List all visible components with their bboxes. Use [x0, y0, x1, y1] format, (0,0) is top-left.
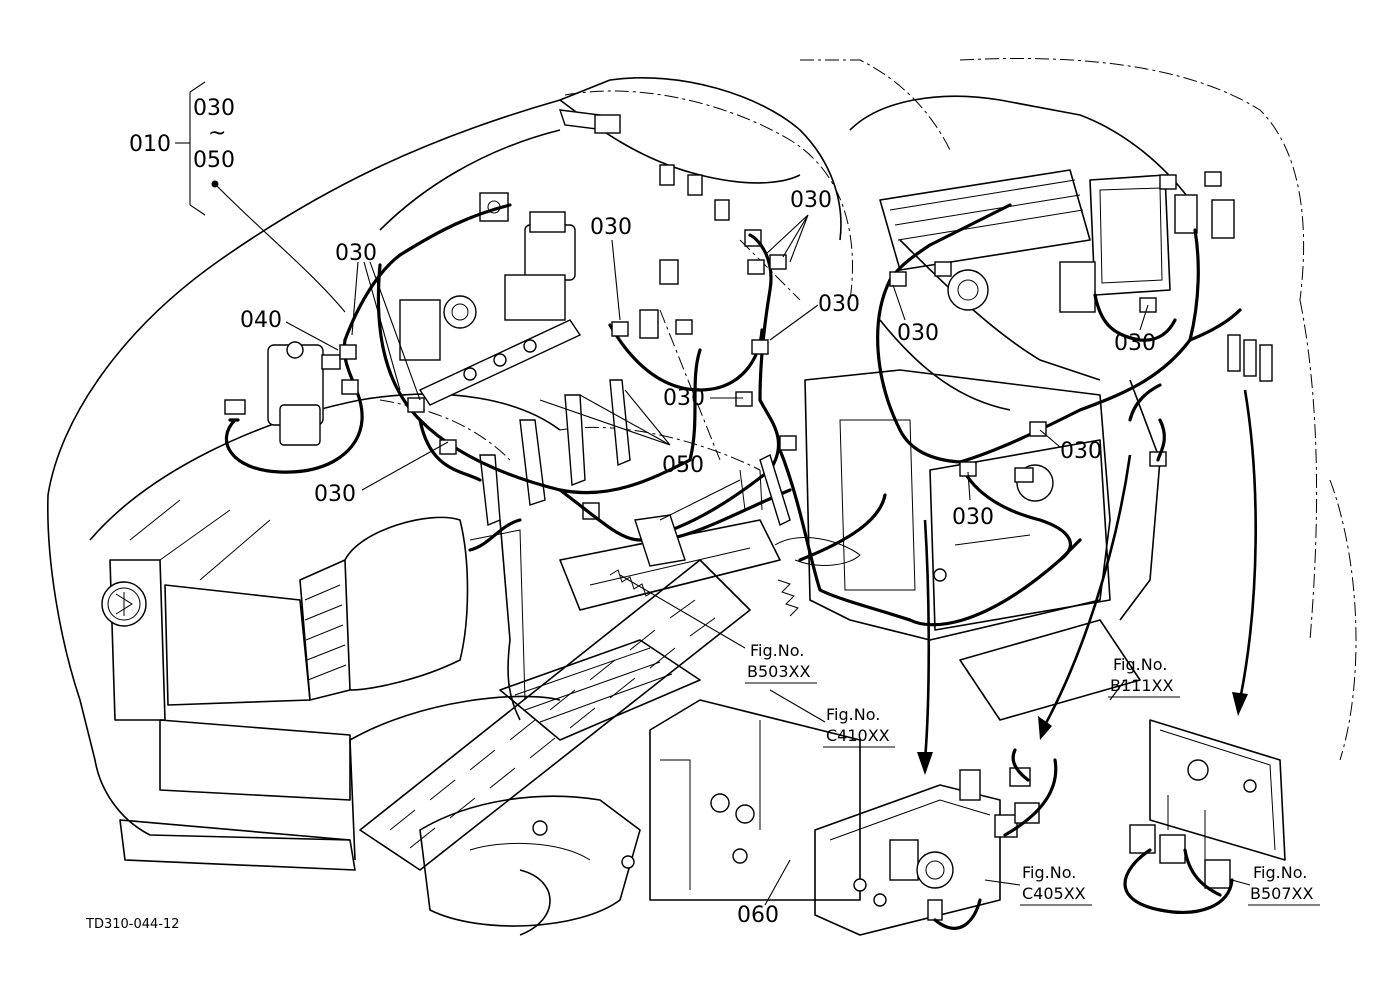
callout-050: 050: [662, 453, 704, 478]
figure-reference-c410: Fig.No. C410XX: [823, 705, 895, 748]
wire-harness: [224, 203, 1242, 930]
figure-reference-label: Fig.No.: [750, 641, 804, 660]
hood-outline: [47, 77, 842, 871]
callout-030: 030: [663, 386, 705, 411]
callout-range-start: 030: [193, 96, 235, 121]
figure-reference-code: B503XX: [747, 662, 810, 681]
figure-reference-label: Fig.No.: [1022, 863, 1076, 882]
callout-030: 030: [952, 505, 994, 530]
figure-reference-code: B111XX: [1110, 676, 1173, 695]
callout-range-end: 050: [193, 148, 235, 173]
callout-030: 030: [1114, 331, 1156, 356]
figure-reference-b503: Fig.No. B503XX: [745, 641, 817, 684]
figure-reference-c405: Fig.No. C405XX: [1020, 863, 1092, 906]
callout-030: 030: [1060, 439, 1102, 464]
drawing-id: TD310-044-12: [85, 917, 180, 932]
figure-reference-code: C405XX: [1022, 884, 1086, 903]
arrows: [917, 389, 1257, 775]
figure-reference-label: Fig.No.: [826, 705, 880, 724]
callout-060: 060: [737, 903, 779, 928]
callout-030: 030: [897, 321, 939, 346]
callout-010: 010: [129, 132, 171, 157]
callouts: 010 030 ~ 050 030 030 030 030 030 030 03…: [129, 96, 1156, 928]
leader-lines: [175, 81, 1251, 906]
callout-range-tilde: ~: [208, 121, 226, 146]
callout-030: 030: [314, 482, 356, 507]
figure-reference-code: C410XX: [826, 726, 890, 745]
figure-reference-b507: Fig.No. B507XX: [1248, 863, 1320, 906]
engine-components: [224, 109, 1273, 824]
centerlines: [379, 57, 1357, 761]
manufacturer-logo-icon: [101, 581, 147, 627]
callout-040: 040: [240, 308, 282, 333]
clamps: [339, 254, 1157, 567]
frame-outline: [804, 95, 1191, 721]
figure-reference-code: B507XX: [1250, 884, 1313, 903]
callout-030: 030: [818, 292, 860, 317]
springs: [609, 479, 799, 617]
lower-components: [419, 519, 861, 936]
control-valve-block: [814, 769, 1018, 936]
figure-reference-label: Fig.No.: [1253, 863, 1307, 882]
figure-reference-b111: Fig.No. B111XX: [1108, 655, 1180, 698]
callout-030: 030: [590, 215, 632, 240]
perforated-tube: [359, 559, 751, 871]
callout-030: 030: [790, 188, 832, 213]
callout-030: 030: [335, 241, 377, 266]
figure-reference-label: Fig.No.: [1113, 655, 1167, 674]
